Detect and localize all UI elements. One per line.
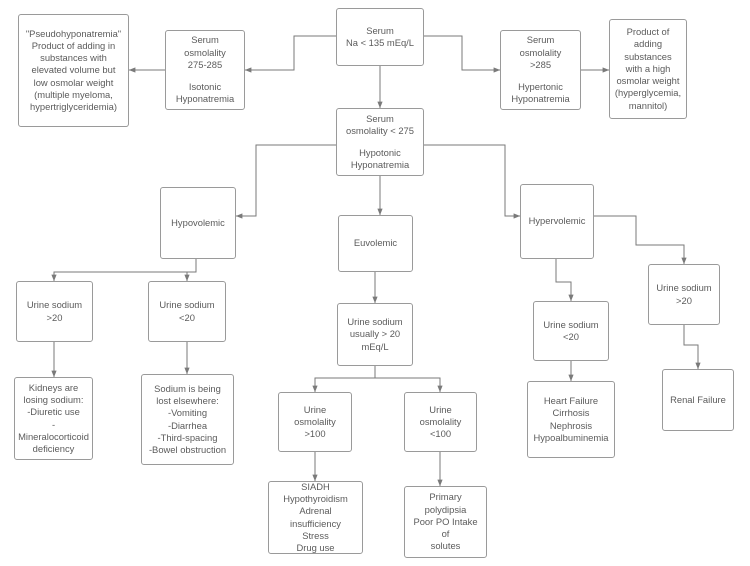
hypovolemic-label: Hypovolemic (171, 216, 225, 228)
edge-hypotonic-to-hypovolemic (235, 144, 336, 219)
node-heart-failure-group[interactable]: Heart Failure Cirrhosis Nephrosis Hypoal… (527, 381, 615, 458)
edge-hypovolemic-to-urinena-gt20 (51, 259, 197, 282)
urine-osmolality-lt100-text: Urine osmolality <100 (419, 403, 462, 440)
urine-sodium-gt20-right-text: Urine sodium >20 (656, 282, 712, 306)
kidneys-losing-sodium-text: Kidneys are losing sodium: -Diuretic use… (18, 381, 89, 454)
node-euvolemic[interactable]: Euvolemic (338, 215, 413, 272)
urine-osmolality-gt100-text: Urine osmolality >100 (294, 403, 336, 440)
urine-sodium-lt20-left-text: Urine sodium <20 (159, 299, 215, 323)
hypotonic-label: Hypotonic Hyponatremia (350, 147, 410, 171)
node-sodium-lost-elsewhere[interactable]: Sodium is being lost elsewhere: -Vomitin… (141, 374, 234, 465)
node-siadh-group[interactable]: SIADH Hypothyroidism Adrenal insufficien… (268, 481, 363, 554)
renal-failure-text: Renal Failure (670, 393, 726, 405)
serum-na-line1: Serum (366, 24, 394, 36)
edge-urinena-to-urineosm-lt100 (374, 366, 443, 393)
node-pseudohyponatremia[interactable]: "Pseudohyponatremia" Product of adding i… (18, 14, 129, 127)
node-urine-osmolality-gt100[interactable]: Urine osmolality >100 (278, 392, 352, 452)
node-hypertonic-hyponatremia[interactable]: Serum osmolality >285 Hypertonic Hyponat… (500, 30, 581, 110)
high-osmolar-text: Product of adding substances with a high… (614, 26, 682, 111)
node-urine-sodium-gt20-hypovolemic[interactable]: Urine sodium >20 (16, 281, 93, 342)
hypervolemic-label: Hypervolemic (528, 215, 586, 227)
sodium-lost-elsewhere-text: Sodium is being lost elsewhere: -Vomitin… (148, 382, 227, 455)
serum-na-line2: Na < 135 mEq/L (345, 37, 414, 48)
primary-polydipsia-text: Primary polydipsia Poor PO Intake of sol… (413, 491, 478, 552)
node-urine-sodium-lt20-hypovolemic[interactable]: Urine sodium <20 (148, 281, 226, 342)
node-hypervolemic[interactable]: Hypervolemic (520, 184, 594, 259)
isotonic-osmolality: Serum osmolality 275-285 (184, 34, 226, 70)
edge-urinena-gt20-to-renalfailure (683, 325, 701, 370)
node-urine-osmolality-lt100[interactable]: Urine osmolality <100 (404, 392, 477, 452)
pseudohyponatremia-text: "Pseudohyponatremia" Product of adding i… (25, 27, 122, 112)
urine-sodium-gt20-left-text: Urine sodium >20 (26, 299, 83, 323)
node-hypotonic-hyponatremia[interactable]: Serum osmolality < 275 Hypotonic Hyponat… (336, 108, 424, 176)
node-high-osmolar-weight[interactable]: Product of adding substances with a high… (609, 19, 687, 119)
urine-sodium-lt20-right-text: Urine sodium <20 (543, 318, 599, 342)
edge-serumna-to-isotonic (244, 35, 336, 73)
node-renal-failure[interactable]: Renal Failure (662, 369, 734, 431)
hypotonic-osmolality: Serum osmolality < 275 (345, 112, 414, 136)
node-urine-sodium-euvolemic[interactable]: Urine sodium usually > 20 mEq/L (337, 303, 413, 366)
edge-hypotonic-to-hypervolemic (424, 144, 521, 219)
edge-hypervolemic-to-urinena-lt20 (555, 259, 574, 302)
node-urine-sodium-gt20-hypervolemic[interactable]: Urine sodium >20 (648, 264, 720, 325)
node-urine-sodium-lt20-hypervolemic[interactable]: Urine sodium <20 (533, 301, 609, 361)
edge-serumna-to-hypertonic (424, 35, 501, 73)
urine-sodium-euvolemic-text: Urine sodium usually > 20 mEq/L (347, 316, 403, 352)
node-isotonic-hyponatremia[interactable]: Serum osmolality 275-285 Isotonic Hypona… (165, 30, 245, 110)
isotonic-label: Isotonic Hyponatremia (175, 81, 235, 105)
edge-hypovolemic-to-urinena-lt20 (184, 259, 197, 282)
heart-failure-text: Heart Failure Cirrhosis Nephrosis Hypoal… (533, 395, 609, 443)
node-hypovolemic[interactable]: Hypovolemic (160, 187, 236, 259)
hypertonic-osmolality: Serum osmolality >285 (519, 34, 562, 70)
edge-hypervolemic-to-urinena-gt20 (594, 215, 687, 265)
node-kidneys-losing-sodium[interactable]: Kidneys are losing sodium: -Diuretic use… (14, 377, 93, 460)
node-serum-na[interactable]: Serum Na < 135 mEq/L (336, 8, 424, 66)
edge-urinena-to-urineosm-gt100 (312, 366, 376, 393)
euvolemic-label: Euvolemic (353, 237, 398, 249)
node-primary-polydipsia[interactable]: Primary polydipsia Poor PO Intake of sol… (404, 486, 487, 558)
siadh-text: SIADH Hypothyroidism Adrenal insufficien… (283, 480, 348, 553)
hypertonic-label: Hypertonic Hyponatremia (511, 81, 570, 105)
